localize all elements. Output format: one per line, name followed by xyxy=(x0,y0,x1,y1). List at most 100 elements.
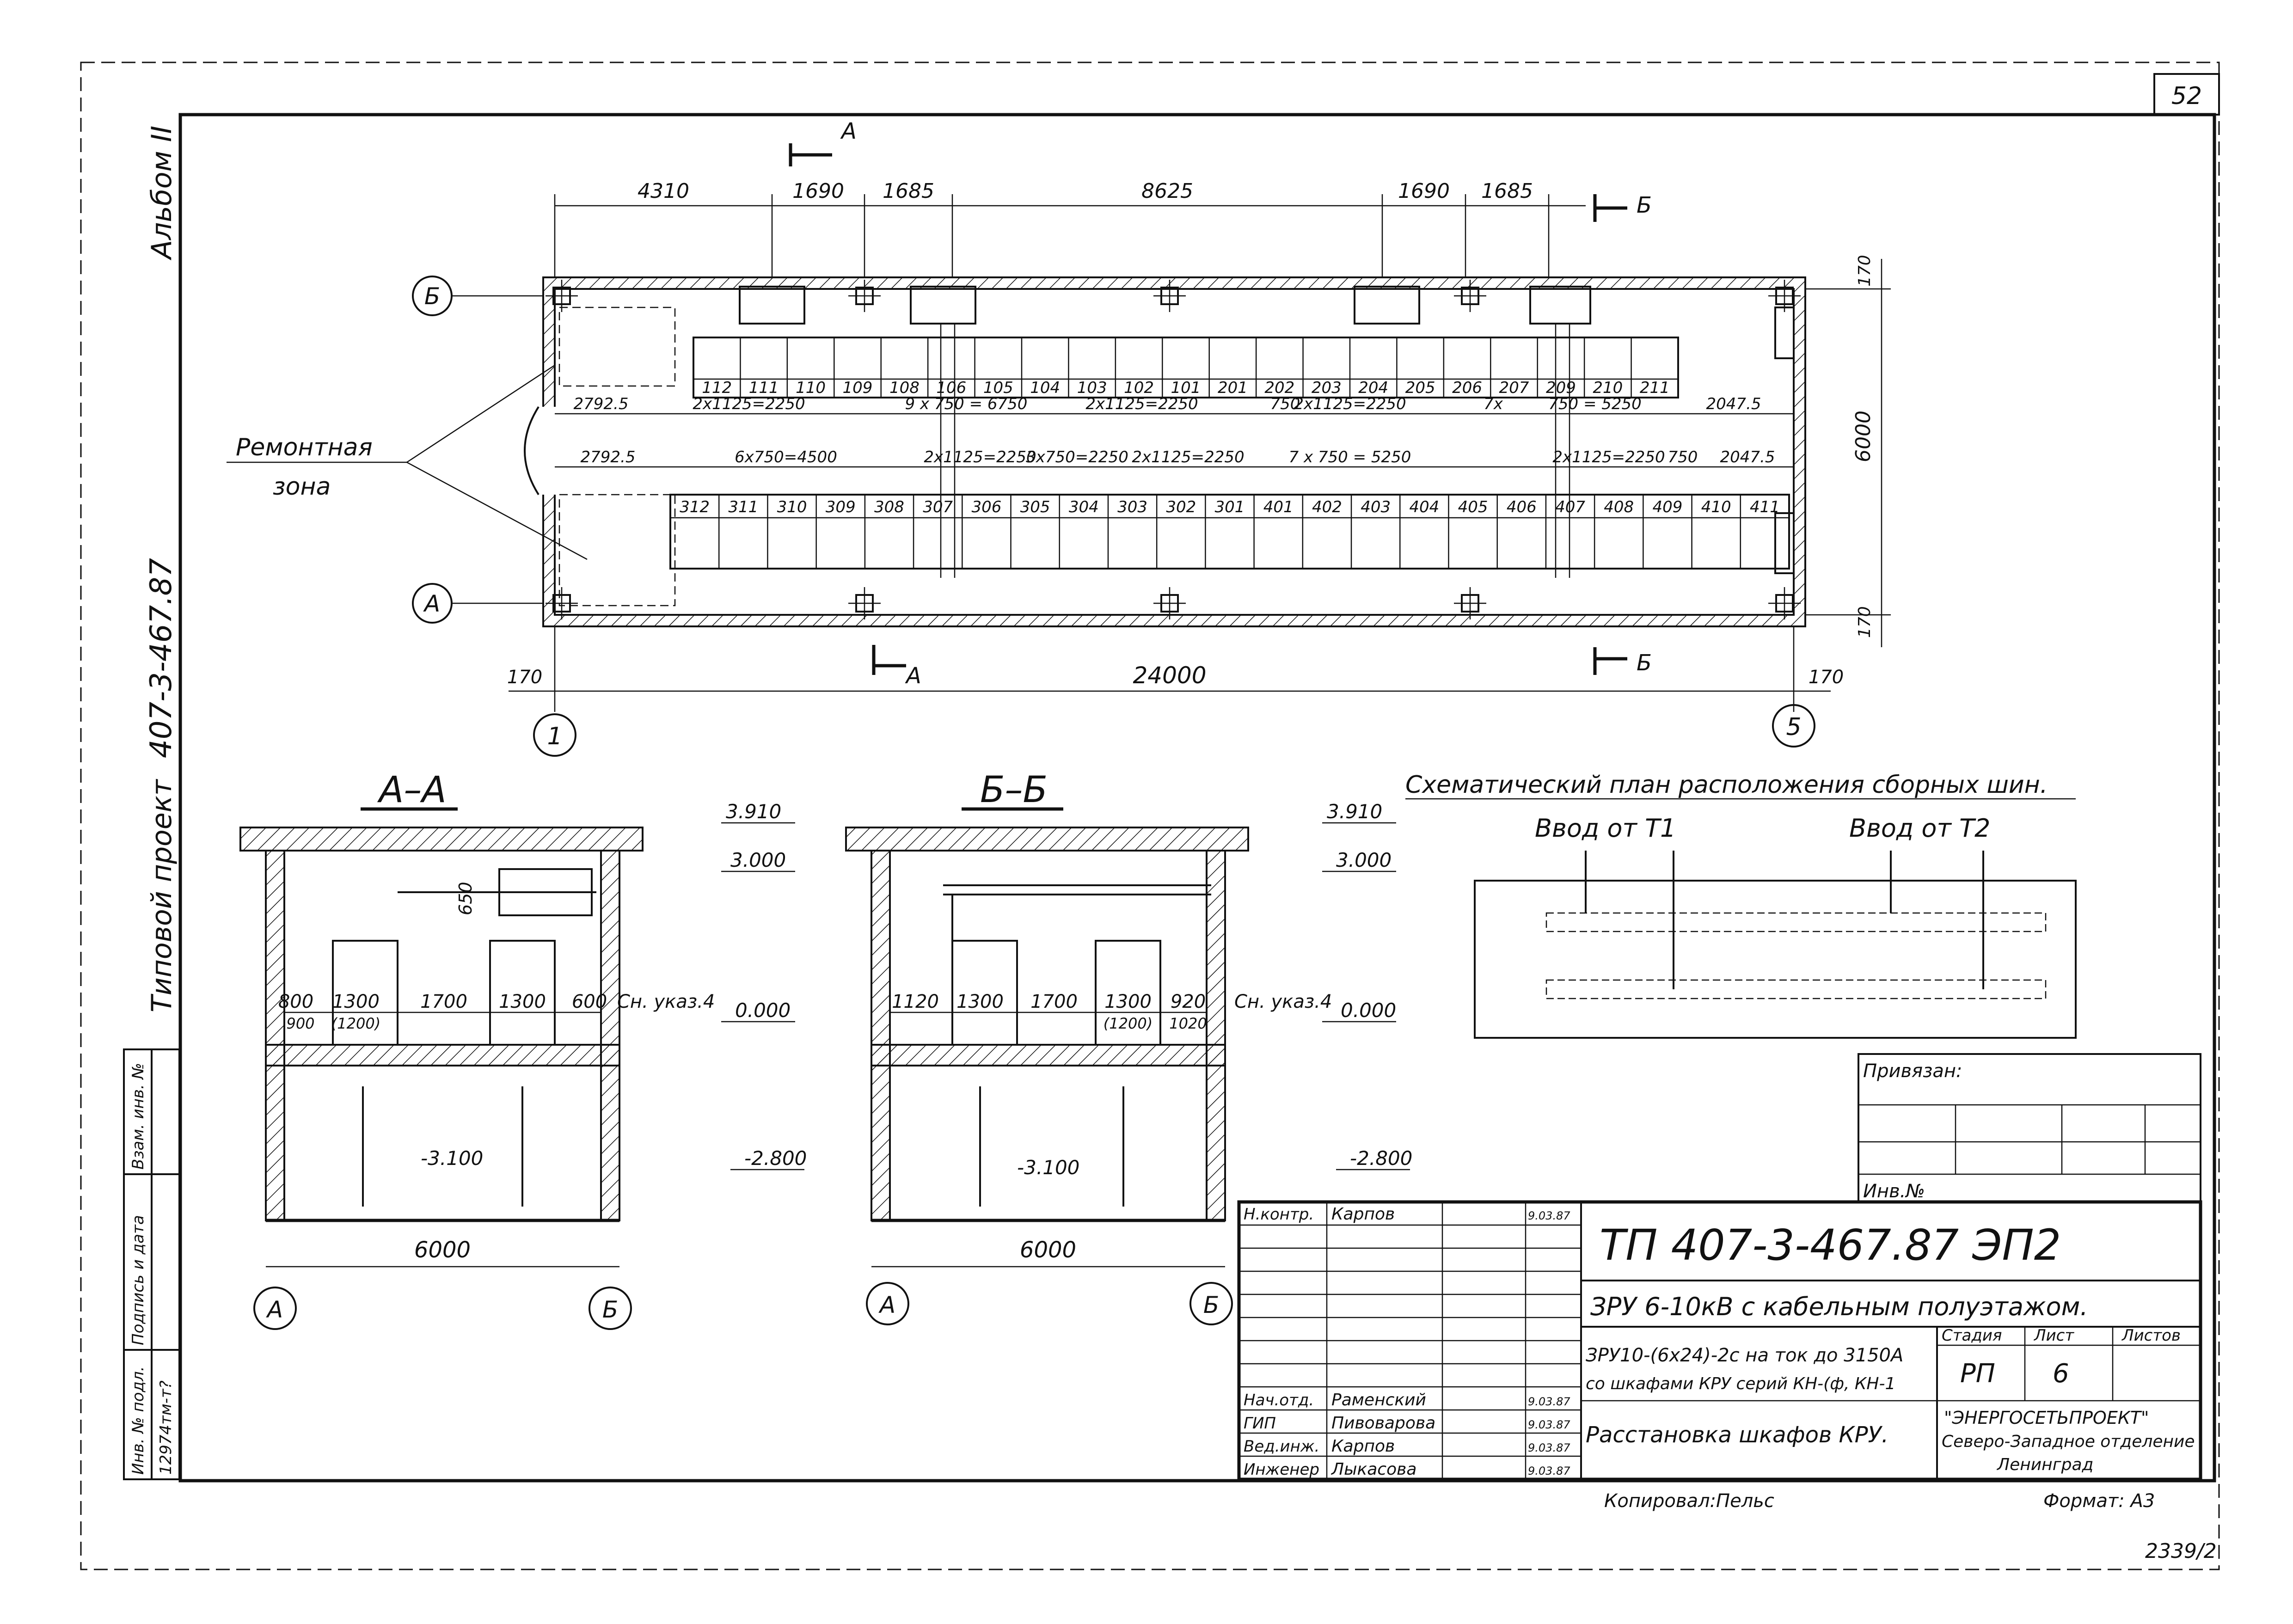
side-project-code: 407-3-467.87 xyxy=(144,558,178,758)
cabinet-number: 406 xyxy=(1507,498,1537,516)
cabinet-number: 211 xyxy=(1640,379,1670,397)
title-code: ТП 407-3-467.87 ЭП2 xyxy=(1600,1220,2061,1270)
cabinet-number: 112 xyxy=(702,379,732,397)
cabinet-number: 108 xyxy=(889,379,920,397)
cabinet-number: 201 xyxy=(1218,379,1248,397)
bb-axis-b-bubble xyxy=(1189,1282,1233,1325)
bb-width: 6000 xyxy=(1020,1237,1076,1263)
sheet-value: 6 xyxy=(2053,1359,2069,1389)
signature-role: Нач.отд. xyxy=(1244,1391,1314,1410)
copied-by: Копировал:Пельс xyxy=(1604,1490,1774,1512)
bus-duct-2 xyxy=(910,286,976,325)
top-dim-value: 1685 xyxy=(1481,179,1533,203)
drawing-frame xyxy=(178,113,2216,1483)
repair-zone-label-1: Ремонтная xyxy=(236,434,373,461)
bb-elev-3: 3.000 xyxy=(1336,849,1392,871)
signature-date: 9.03.87 xyxy=(1528,1395,1570,1408)
outer-trim-border xyxy=(80,61,2220,1570)
bb-dim: 1700 xyxy=(1030,991,1078,1012)
cabinet-number: 308 xyxy=(874,498,904,516)
top-dim-value: 1685 xyxy=(883,179,934,203)
offset-left-dim: 170 xyxy=(507,667,542,688)
door-symbol xyxy=(524,406,540,496)
cabinet-number: 110 xyxy=(796,379,826,397)
bus-scheme-frame xyxy=(1474,880,2077,1039)
bus-input-t2: Ввод от Т2 xyxy=(1849,814,1990,843)
cabinet-number: 402 xyxy=(1312,498,1342,516)
row1-dim: 2х1125=2250 xyxy=(693,395,805,413)
row2-dim: 7 х 750 = 5250 xyxy=(1289,448,1411,466)
bb-note: Сн. указ.4 xyxy=(1234,991,1332,1012)
axis-5-label: 5 xyxy=(1786,713,1801,741)
org-city: Ленинград xyxy=(1996,1455,2093,1474)
bus-section-2 xyxy=(1545,979,2047,999)
aa-dim-sub: 900 xyxy=(286,1015,314,1032)
aa-axis-b: Б xyxy=(602,1296,618,1323)
axis-bubble-5 xyxy=(1772,704,1815,748)
aa-elev-m31: -3.100 xyxy=(421,1147,483,1170)
page-number: 52 xyxy=(2171,82,2202,110)
aa-dim-sub: (1200) xyxy=(331,1015,380,1032)
aa-elev-0: 0.000 xyxy=(735,999,791,1022)
cabinet-number: 111 xyxy=(749,379,779,397)
aa-width: 6000 xyxy=(414,1237,471,1263)
section-bb-title: Б–Б xyxy=(980,769,1048,811)
repair-zone-label-2: зона xyxy=(273,473,331,501)
signature-name: Карпов xyxy=(1331,1205,1395,1224)
row1-dim: 2х1125=2250 xyxy=(1085,395,1198,413)
top-dim-value: 1690 xyxy=(792,179,844,203)
cabinet-number: 202 xyxy=(1264,379,1294,397)
format-label: Формат: А3 xyxy=(2043,1490,2155,1512)
cabinet-number: 303 xyxy=(1117,498,1147,516)
bus-duct-1 xyxy=(739,286,805,325)
right-dim-bottom: 170 xyxy=(1855,606,1874,638)
bb-axis-a-bubble xyxy=(866,1282,909,1325)
title-desc-3: Расстановка шкафов КРУ. xyxy=(1586,1422,1888,1448)
cabinet-number: 405 xyxy=(1458,498,1488,516)
section-marker-a-top: А xyxy=(840,118,857,144)
cabinet-number: 207 xyxy=(1499,379,1529,397)
signature-date: 9.03.87 xyxy=(1528,1418,1570,1431)
title-desc-1: ЗРУ10-(6х24)-2с на ток до 3150А xyxy=(1586,1345,1903,1366)
sheet-header: Лист xyxy=(2033,1326,2074,1345)
left-stamp: Взам. инв. № Подпись и дата Инв. № подл.… xyxy=(123,1048,180,1480)
cabinet-number: 306 xyxy=(971,498,1001,516)
bb-axis-b: Б xyxy=(1203,1292,1219,1318)
repair-zone-box-bottom xyxy=(558,494,676,607)
right-dim-top: 170 xyxy=(1855,255,1874,287)
aa-axis-a: А xyxy=(266,1296,283,1323)
cabinet-number: 103 xyxy=(1077,379,1107,397)
cabinet-number: 105 xyxy=(983,379,1013,397)
aa-dim-650: 650 xyxy=(455,882,476,915)
signature-name: Лыкасова xyxy=(1330,1460,1416,1479)
row2-dim: 2047.5 xyxy=(1720,448,1775,466)
row2-dim: 2х1125=2250 xyxy=(924,448,1036,466)
title-subtitle: ЗРУ 6-10кВ с кабельным полуэтажом. xyxy=(1590,1292,2088,1321)
cabinet-number: 307 xyxy=(923,498,953,516)
cabinet-number: 302 xyxy=(1166,498,1196,516)
cabinet-number: 312 xyxy=(680,498,710,516)
typical-project-label: Типовой проект xyxy=(146,778,178,1012)
page-number-box xyxy=(2153,73,2220,116)
bb-dim: 920 xyxy=(1171,991,1206,1012)
axis-1-label: 1 xyxy=(547,723,562,750)
aa-elev-m28: -2.800 xyxy=(744,1147,807,1170)
tied-label: Привязан: xyxy=(1863,1060,1962,1082)
repair-zone-box-top xyxy=(558,306,676,387)
aa-axis-a-bubble xyxy=(253,1287,297,1330)
cabinet-number: 408 xyxy=(1604,498,1634,516)
offset-right-dim: 170 xyxy=(1809,667,1844,688)
cabinet-number: 205 xyxy=(1405,379,1435,397)
row2-dim: 2х1125=2250 xyxy=(1552,448,1665,466)
stage-value: РП xyxy=(1960,1359,1995,1389)
row2-dim: 750 xyxy=(1668,448,1698,466)
aa-axis-b-bubble xyxy=(589,1287,632,1330)
signature-date: 9.03.87 xyxy=(1528,1465,1570,1477)
row1-dim: 2047.5 xyxy=(1706,395,1761,413)
row1-dim: 750 = 5250 xyxy=(1548,395,1642,413)
plan-inner-space xyxy=(554,288,1795,616)
